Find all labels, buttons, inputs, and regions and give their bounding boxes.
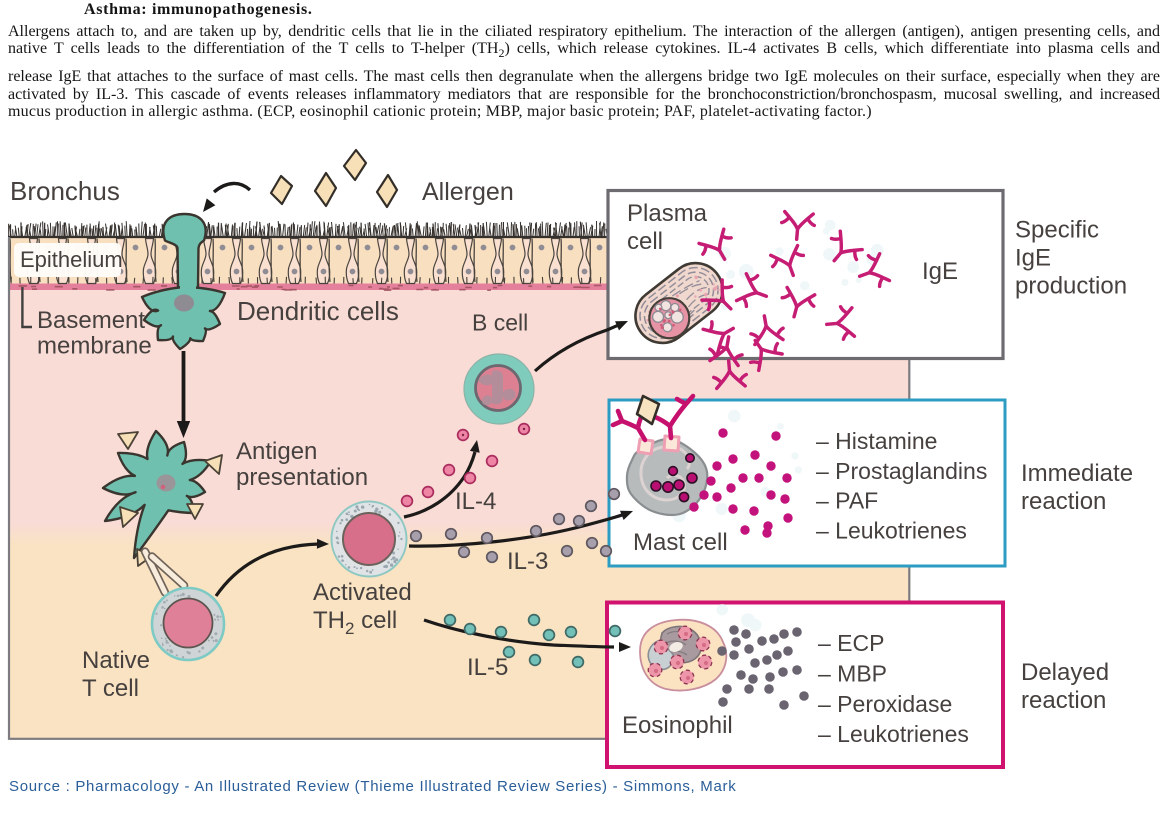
svg-text:Specific: Specific bbox=[1015, 217, 1099, 244]
svg-text:– Peroxidase: – Peroxidase bbox=[818, 691, 952, 717]
svg-text:cell: cell bbox=[627, 228, 663, 255]
svg-text:presentation: presentation bbox=[236, 464, 368, 491]
svg-text:– MBP: – MBP bbox=[818, 660, 887, 686]
svg-text:IL-5: IL-5 bbox=[467, 654, 508, 681]
svg-text:– Histamine: – Histamine bbox=[816, 428, 937, 454]
svg-text:Basement: Basement bbox=[37, 307, 145, 334]
svg-text:Allergen: Allergen bbox=[422, 178, 514, 206]
svg-text:Eosinophil: Eosinophil bbox=[622, 712, 733, 739]
svg-text:TH2 cell: TH2 cell bbox=[313, 607, 397, 638]
svg-text:Delayed: Delayed bbox=[1021, 659, 1109, 686]
svg-text:– Leukotrienes: – Leukotrienes bbox=[816, 517, 967, 543]
svg-text:Dendritic cells: Dendritic cells bbox=[237, 296, 399, 326]
svg-text:Immediate: Immediate bbox=[1021, 460, 1133, 487]
svg-text:IgE: IgE bbox=[922, 258, 958, 285]
svg-text:Activated: Activated bbox=[313, 579, 412, 606]
svg-text:Epithelium: Epithelium bbox=[20, 247, 123, 272]
svg-text:reaction: reaction bbox=[1021, 488, 1106, 515]
svg-text:– Prostaglandins: – Prostaglandins bbox=[816, 458, 987, 484]
svg-text:B cell: B cell bbox=[472, 310, 528, 336]
svg-text:IgE: IgE bbox=[1015, 245, 1051, 272]
svg-text:– Leukotrienes: – Leukotrienes bbox=[818, 721, 969, 747]
svg-text:T cell: T cell bbox=[82, 675, 139, 702]
svg-text:Mast cell: Mast cell bbox=[633, 529, 728, 556]
svg-text:– PAF: – PAF bbox=[816, 488, 878, 514]
svg-text:Plasma: Plasma bbox=[627, 200, 708, 227]
svg-text:production: production bbox=[1015, 273, 1127, 300]
svg-text:membrane: membrane bbox=[37, 333, 152, 360]
svg-text:Antigen: Antigen bbox=[236, 438, 317, 465]
svg-text:IL-4: IL-4 bbox=[455, 488, 496, 515]
svg-text:Bronchus: Bronchus bbox=[10, 176, 120, 206]
svg-text:– ECP: – ECP bbox=[818, 630, 884, 656]
svg-text:reaction: reaction bbox=[1021, 687, 1106, 714]
svg-text:IL-3: IL-3 bbox=[507, 548, 548, 575]
svg-text:Native: Native bbox=[82, 647, 150, 674]
